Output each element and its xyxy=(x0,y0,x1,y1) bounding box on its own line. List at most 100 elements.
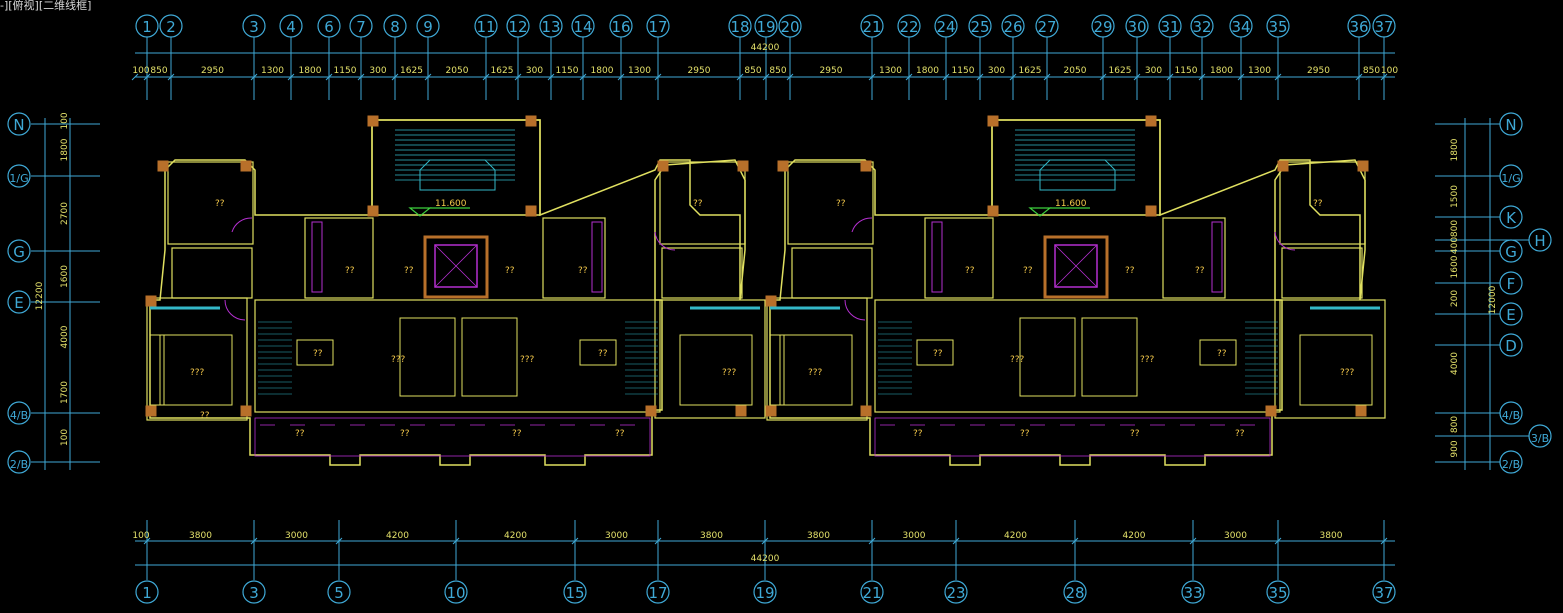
dining-table-2 xyxy=(1199,339,1237,366)
top-axis-bubble-16-label: 16 xyxy=(611,18,630,36)
top-dim-text: 1300 xyxy=(879,66,902,76)
column xyxy=(367,205,379,217)
top-dim-tick xyxy=(976,73,984,81)
right-axis-bubble-K-label: K xyxy=(1506,209,1517,227)
top-dim-text: 100 xyxy=(1381,66,1398,76)
left-axis-bubble-N-circle xyxy=(7,112,31,136)
top-dim-tick xyxy=(482,73,490,81)
bottom-dim-tick xyxy=(952,537,960,545)
toilet-wall xyxy=(791,247,873,299)
column xyxy=(645,405,657,417)
door-arc xyxy=(231,217,253,233)
bottom-dim-tick xyxy=(868,537,876,545)
room-label: ?? xyxy=(215,199,225,209)
bottom-axis-bubble-1-label: 1 xyxy=(142,584,152,602)
bottom-dim-tick xyxy=(452,537,460,545)
top-axis-bubble-3-label: 3 xyxy=(249,18,259,36)
bottom-dim-tick xyxy=(571,537,579,545)
bath-wall-2 xyxy=(659,161,746,245)
top-dim-text: 1800 xyxy=(591,66,614,76)
top-dim-text: 1300 xyxy=(628,66,651,76)
top-axis-bubble-37-label: 37 xyxy=(1374,18,1393,36)
bottom-dim-text: 3800 xyxy=(1320,531,1343,541)
top-dim-tick xyxy=(579,73,587,81)
top-dim-tick xyxy=(167,73,175,81)
bottom-axis-bubble-15-label: 15 xyxy=(565,584,584,602)
right-axis-bubble-2-B-label: 2/B xyxy=(1502,458,1520,471)
room-label: ?? xyxy=(693,199,703,209)
toilet-wall-2 xyxy=(1281,247,1363,299)
bottom-axis-bubble-17-label: 17 xyxy=(648,584,667,602)
right-dim-text: 900 xyxy=(1450,440,1460,457)
left-axis-bubble-E-label: E xyxy=(14,294,23,312)
counter xyxy=(931,221,943,293)
top-dim-tick xyxy=(1166,73,1174,81)
top-dim-text: 300 xyxy=(1145,66,1162,76)
column xyxy=(765,405,777,417)
bed-2 xyxy=(679,334,753,406)
room-label: ??? xyxy=(1010,355,1025,365)
top-dim-text: 2950 xyxy=(1307,66,1330,76)
column xyxy=(987,205,999,217)
top-dim-text: 1300 xyxy=(261,66,284,76)
kitchen-wall xyxy=(304,217,374,299)
bottom-axis-bubble-28-circle xyxy=(1063,580,1087,604)
top-dim-text: 1150 xyxy=(952,66,975,76)
bottom-axis-bubble-10-label: 10 xyxy=(446,584,465,602)
stair-core xyxy=(991,119,1161,216)
room-label: ?? xyxy=(598,349,608,359)
viewport-label[interactable]: -][俯视][二维线框] xyxy=(0,0,92,12)
left-axis-bubble-G-circle xyxy=(7,239,31,263)
headboard xyxy=(769,334,785,406)
room-label: ??? xyxy=(1340,368,1355,378)
counter xyxy=(311,221,323,293)
top-axis-bubble-36-label: 36 xyxy=(1349,18,1368,36)
bottom-axis-bubble-33-circle xyxy=(1181,580,1205,604)
sofa-set xyxy=(399,317,456,397)
bottom-dim-text: 3000 xyxy=(285,531,308,541)
column xyxy=(1277,160,1289,172)
room-label: ?? xyxy=(404,266,414,276)
top-dim-text: 850 xyxy=(150,66,167,76)
column xyxy=(860,405,872,417)
kitchen-wall xyxy=(924,217,994,299)
top-dim-tick xyxy=(131,73,139,81)
top-dim-tick xyxy=(287,73,295,81)
top-dim-text: 1800 xyxy=(299,66,322,76)
top-dim-text: 2050 xyxy=(446,66,469,76)
left-axis-bubble-2-B-label: 2/B xyxy=(10,458,28,471)
bed xyxy=(779,334,853,406)
right-axis-bubble-4-B-label: 4/B xyxy=(1502,409,1520,422)
room-label: ??? xyxy=(190,368,205,378)
bottom-axis-bubble-21-circle xyxy=(860,580,884,604)
bottom-dim-tick xyxy=(1274,537,1282,545)
column xyxy=(777,160,789,172)
kitchen-wall-2 xyxy=(1162,217,1226,299)
top-axis-bubble-11-label: 11 xyxy=(476,18,495,36)
top-dim-text: 300 xyxy=(988,66,1005,76)
right-axis-bubble-F-label: F xyxy=(1507,275,1516,293)
top-axis-bubble-35-label: 35 xyxy=(1268,18,1287,36)
top-dim-tick xyxy=(1380,73,1388,81)
top-dim-tick xyxy=(736,73,744,81)
right-axis-bubble-3-B-label: 3/B xyxy=(1531,432,1549,445)
room-label: ?? xyxy=(1235,429,1245,439)
bottom-dim-text: 3800 xyxy=(700,531,723,541)
room-label: ?? xyxy=(1130,429,1140,439)
top-dim-tick xyxy=(391,73,399,81)
elevator-car xyxy=(1054,244,1098,288)
left-dim-text: 1800 xyxy=(60,138,70,161)
left-dim-text: 4000 xyxy=(60,325,70,348)
elevator-car xyxy=(434,244,478,288)
elevator-shaft xyxy=(423,235,489,299)
top-dim-text: 1800 xyxy=(916,66,939,76)
right-axis-bubble-D-label: D xyxy=(1505,337,1517,355)
right-axis-bubble-1-G-label: 1/G xyxy=(1501,172,1520,185)
left-axis-bubble-1-G-label: 1/G xyxy=(9,172,28,185)
top-dim-text: 1150 xyxy=(334,66,357,76)
top-dim-tick xyxy=(357,73,365,81)
bottom-dim-text: 3000 xyxy=(1224,531,1247,541)
living-wall xyxy=(874,299,1281,413)
headboard xyxy=(149,334,165,406)
